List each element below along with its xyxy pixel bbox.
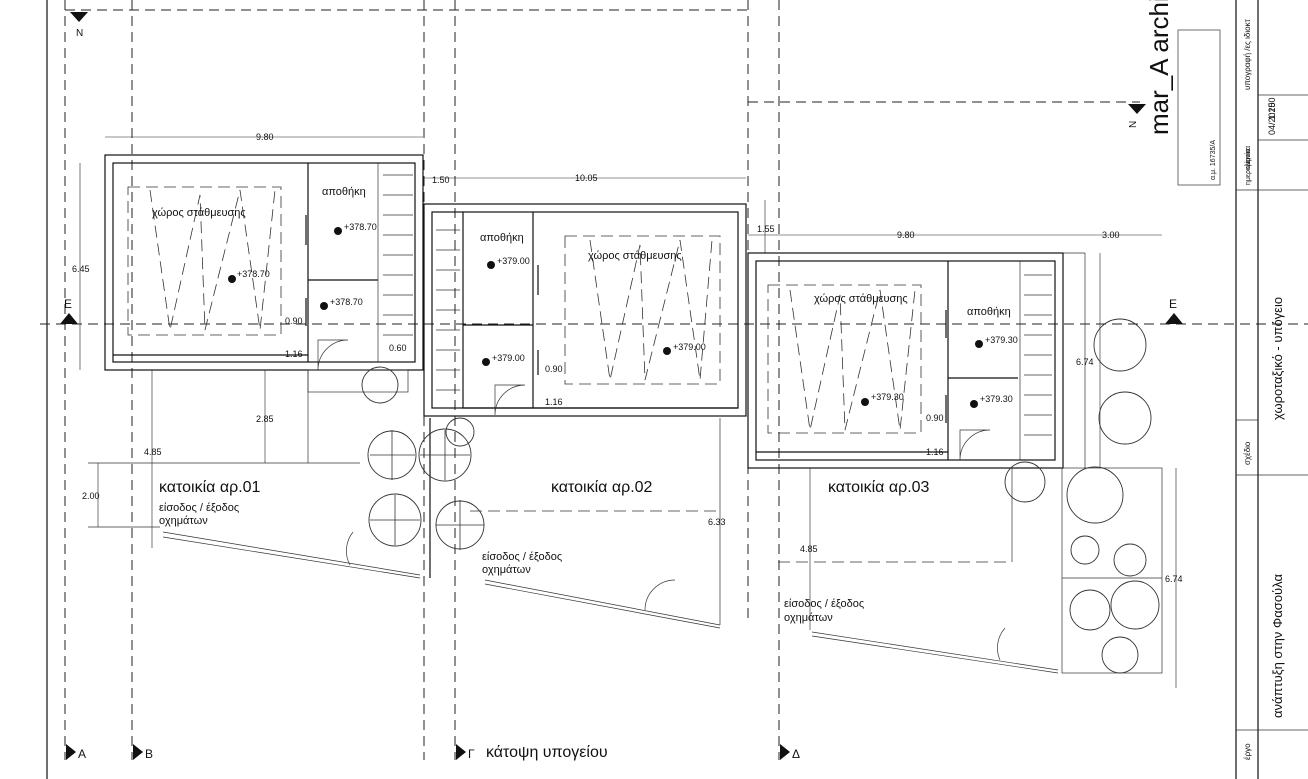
unit-1-entrance-label: είσοδος / έξοδος <box>159 502 239 514</box>
level-label: +379.00 <box>673 342 706 352</box>
section-label: Ε <box>64 297 72 311</box>
unit-2-parking-label: χώρος στάθμευσης <box>588 250 682 262</box>
dimension-label: 2.85 <box>256 414 274 424</box>
level-label: +378.70 <box>344 222 377 232</box>
axis-label-d: Δ <box>792 747 800 761</box>
unit-3-entrance-label: είσοδος / έξοδος <box>784 598 864 610</box>
section-arrow-icon <box>60 313 78 324</box>
dimension-label: 2.00 <box>82 491 100 501</box>
axis-marker-icon <box>66 744 76 760</box>
unit-2-plan <box>423 203 747 629</box>
dimension-label: 1.55 <box>757 224 775 234</box>
dimension-label: 0.90 <box>926 413 944 423</box>
sheet-frame <box>46 0 1308 779</box>
unit-1-storage-label: αποθήκη <box>322 186 366 198</box>
unit-2-storage-label: αποθήκη <box>480 232 524 244</box>
axis-label-a: A <box>78 747 86 761</box>
level-label: +379.30 <box>985 335 1018 345</box>
dimension-label: 6.74 <box>1076 357 1094 367</box>
symbols <box>60 12 1183 760</box>
unit-1-entrance-label-2: οχημάτων <box>159 515 208 527</box>
dimension-label: 9.80 <box>256 132 274 142</box>
axis-marker-icon <box>456 744 466 760</box>
north-arrow-icon <box>70 12 88 22</box>
dimension-label: 4.85 <box>800 544 818 554</box>
level-label: +378.70 <box>330 297 363 307</box>
unit-3-plan <box>747 252 1163 674</box>
north-arrow-icon <box>1128 104 1146 114</box>
dimension-label: 6.45 <box>72 264 90 274</box>
unit-2-entrance-label-2: οχημάτων <box>482 564 531 576</box>
unit-1-parking-label: χώρος στάθμευσης <box>152 207 246 219</box>
dimension-lines <box>79 136 1177 688</box>
level-label: +379.30 <box>871 392 904 402</box>
drawing-title: κάτοψη υπογείου <box>486 744 608 761</box>
section-arrow-icon <box>1165 313 1183 324</box>
landscape-trees <box>361 318 1160 674</box>
unit-3-storage-label: αποθήκη <box>967 306 1011 318</box>
unit-1-plan <box>88 154 424 579</box>
grid-lines <box>40 0 1308 760</box>
date-label: ημερομηνία <box>1244 149 1252 185</box>
dimension-label: 1.16 <box>545 397 563 407</box>
scale-value: 1:100 <box>1267 97 1277 120</box>
project-label: έργο <box>1243 743 1252 760</box>
dimension-label: 1.16 <box>926 447 944 457</box>
date-value: 04/2025 <box>1267 102 1277 135</box>
dimension-label: 1.50 <box>432 175 450 185</box>
north-label: Ν <box>1128 121 1139 128</box>
unit-2-entrance-label: είσοδος / έξοδος <box>482 551 562 563</box>
dimension-label: 0.90 <box>545 364 563 374</box>
unit-1-title: κατοικία αρ.01 <box>159 479 261 496</box>
dimension-label: 4.85 <box>144 447 162 457</box>
axis-marker-icon <box>780 744 790 760</box>
axis-label-b: B <box>145 747 153 761</box>
office-name: mar_A architect <box>1144 0 1174 135</box>
north-label: Ν <box>76 28 83 39</box>
dimension-label: 6.33 <box>708 517 726 527</box>
level-label: +379.00 <box>492 353 525 363</box>
sheet-title: χωροταξικό - υπόγειο <box>1270 297 1285 420</box>
project-name: ανάπτυξη στην Φασούλα <box>1270 574 1285 718</box>
unit-3-title: κατοικία αρ.03 <box>828 479 930 496</box>
drawing-label: σχέδιο <box>1243 441 1252 465</box>
dimension-label: 9.80 <box>897 230 915 240</box>
scale-label: κλίμακα <box>1244 146 1252 170</box>
axis-label-g: Γ <box>468 747 475 761</box>
office-registration: α.μ. 16735/A <box>1210 140 1217 180</box>
unit-3-entrance-label-2: οχημάτων <box>784 612 833 624</box>
signature-label: υπογραφή /ες ιδιοκτ <box>1243 18 1252 90</box>
dimension-label: 1.16 <box>285 349 303 359</box>
axis-marker-icon <box>133 744 143 760</box>
dimension-label: 0.90 <box>285 316 303 326</box>
drawing-text: χώρος στάθμευσης αποθήκη κατοικία αρ.01 … <box>64 0 1285 761</box>
dimension-label: 10.05 <box>575 173 598 183</box>
section-label: Ε <box>1169 297 1177 311</box>
dimension-label: 3.00 <box>1102 230 1120 240</box>
unit-3-parking-label: χώρος στάθμευσης <box>814 293 908 305</box>
level-label: +378.70 <box>237 269 270 279</box>
dimension-label: 0.60 <box>389 343 407 353</box>
level-label: +379.00 <box>497 256 530 266</box>
dimension-label: 6.74 <box>1165 574 1183 584</box>
level-markers <box>228 227 983 408</box>
unit-2-title: κατοικία αρ.02 <box>551 479 653 496</box>
level-label: +379.30 <box>980 394 1013 404</box>
